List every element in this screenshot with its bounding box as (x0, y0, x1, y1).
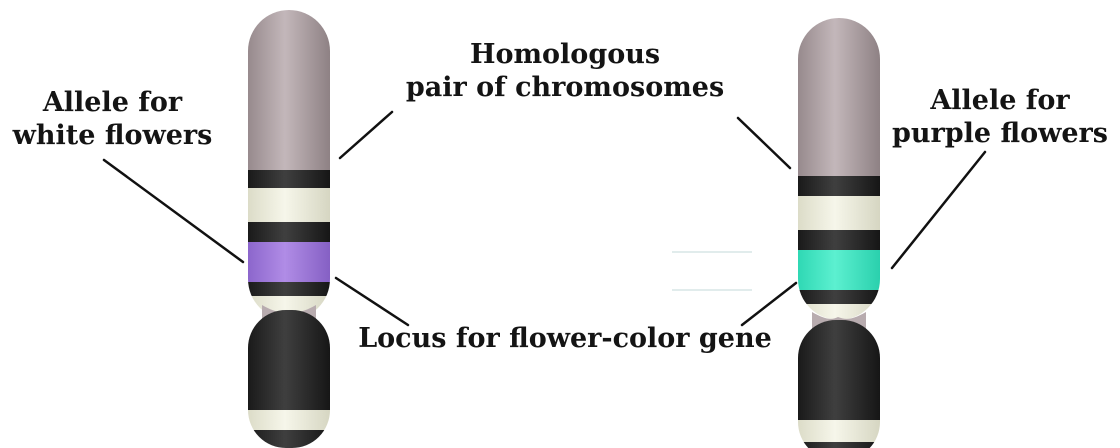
pointer-purple-allele (892, 152, 985, 268)
label-line: white flowers (0, 119, 225, 152)
dark-band (798, 442, 880, 448)
label-line: Locus for flower-color gene (340, 322, 790, 355)
chromosome-left-lower-arm (248, 310, 330, 448)
homologous-pair-label: Homologous pair of chromosomes (390, 38, 740, 104)
chromosome-left (248, 10, 330, 448)
light-band (248, 188, 330, 222)
dark-band (248, 282, 330, 296)
dark-band (798, 230, 880, 250)
pointer-homologous-right (738, 118, 790, 168)
light-band (798, 420, 880, 442)
white-flower-allele-band (248, 242, 330, 282)
label-line: pair of chromosomes (390, 71, 740, 104)
pointer-locus-left (336, 278, 408, 325)
dark-band (248, 222, 330, 242)
light-band (248, 410, 330, 430)
light-band (798, 196, 880, 230)
label-line: Homologous (390, 38, 740, 71)
locus-label: Locus for flower-color gene (340, 322, 790, 355)
chromosome-right-lower-arm (798, 320, 880, 448)
label-line: purple flowers (880, 117, 1120, 150)
purple-allele-label: Allele for purple flowers (880, 84, 1120, 150)
dark-band (248, 170, 330, 188)
dark-band (798, 290, 880, 304)
purple-flower-allele-band (798, 250, 880, 290)
white-allele-label: Allele for white flowers (0, 86, 225, 152)
pointer-white-allele (104, 160, 243, 262)
pointer-homologous-left (340, 112, 392, 158)
chromosome-left-upper-arm (248, 10, 330, 320)
chromosome-right-upper-arm (798, 18, 880, 320)
dark-band (248, 430, 330, 448)
chromosome-right (798, 18, 880, 448)
label-line: Allele for (880, 84, 1120, 117)
dark-band (798, 176, 880, 196)
label-line: Allele for (0, 86, 225, 119)
